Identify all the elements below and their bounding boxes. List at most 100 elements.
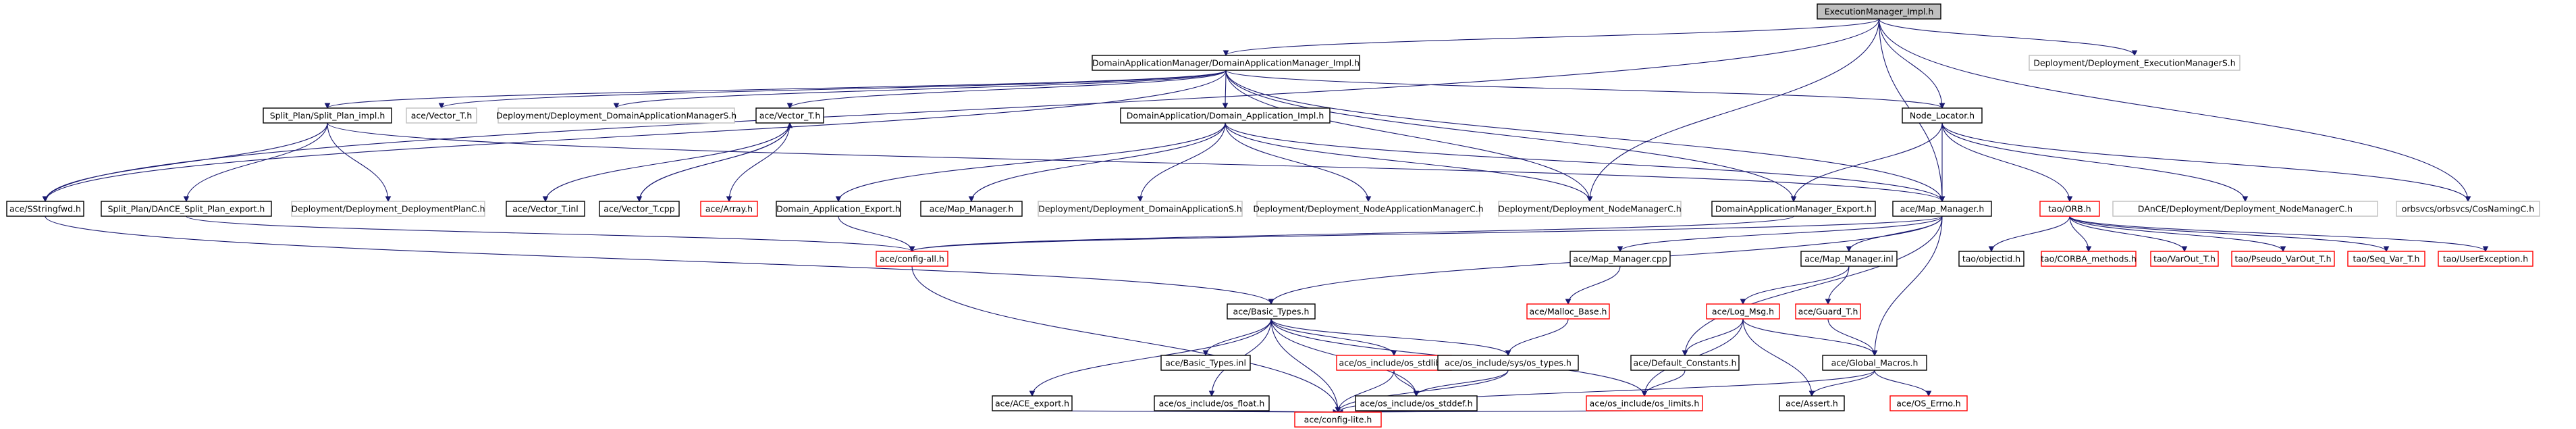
node-os-float[interactable]: ace/os_include/os_float.h: [1154, 395, 1270, 411]
node-vector-inl[interactable]: ace/Vector_T.inl: [506, 201, 585, 217]
node-box[interactable]: [1630, 355, 1740, 371]
node-box[interactable]: [1779, 395, 1845, 411]
node-map-cpp[interactable]: ace/Map_Manager.cpp: [1569, 251, 1671, 267]
node-pseudo-varout[interactable]: tao/Pseudo_VarOut_T.h: [2231, 251, 2335, 267]
node-box[interactable]: [6, 201, 84, 217]
node-box[interactable]: [755, 107, 824, 124]
node-box[interactable]: [1586, 395, 1703, 411]
node-box[interactable]: [920, 201, 1023, 217]
node-box[interactable]: [876, 251, 948, 267]
node-vector-cpp[interactable]: ace/Vector_T.cpp: [599, 201, 680, 217]
node-box[interactable]: [2029, 55, 2240, 71]
node-malloc-base[interactable]: ace/Malloc_Base.h: [1526, 303, 1610, 320]
node-corba-methods[interactable]: tao/CORBA_methods.h: [2041, 251, 2137, 267]
node-box[interactable]: [1706, 303, 1780, 320]
node-os-stdlib[interactable]: ace/os_include/os_stdlib.h: [1336, 355, 1452, 371]
node-seq-var[interactable]: tao/Seq_Var_T.h: [2347, 251, 2425, 267]
node-box[interactable]: [1795, 303, 1861, 320]
node-box[interactable]: [498, 107, 735, 124]
node-dam-impl[interactable]: DomainApplicationManager/DomainApplicati…: [1092, 55, 1360, 71]
node-box[interactable]: [101, 201, 272, 217]
node-split-export[interactable]: Split_Plan/DAnCE_Split_Plan_export.h: [101, 201, 272, 217]
node-sstringfwd[interactable]: ace/SStringfwd.h: [6, 201, 84, 217]
node-os-errno[interactable]: ace/OS_Errno.h: [1889, 395, 1968, 411]
node-box[interactable]: [1958, 251, 2024, 267]
node-config-all[interactable]: ace/config-all.h: [876, 251, 948, 267]
node-guard[interactable]: ace/Guard_T.h: [1795, 303, 1861, 320]
node-box[interactable]: [1822, 355, 1927, 371]
node-box[interactable]: [1154, 395, 1270, 411]
node-objectid[interactable]: tao/objectid.h: [1958, 251, 2024, 267]
node-array[interactable]: ace/Array.h: [700, 201, 758, 217]
node-da-impl[interactable]: DomainApplication/Domain_Application_Imp…: [1120, 107, 1331, 124]
node-exec-s[interactable]: Deployment/Deployment_ExecutionManagerS.…: [2029, 55, 2240, 71]
node-dam-export[interactable]: DomainApplicationManager_Export.h: [1711, 201, 1876, 217]
node-ace-export[interactable]: ace/ACE_export.h: [992, 395, 1073, 411]
node-box[interactable]: [1256, 201, 1480, 217]
node-varout[interactable]: tao/VarOut_T.h: [2150, 251, 2219, 267]
node-plan-c[interactable]: Deployment/Deployment_DeploymentPlanC.h: [291, 201, 485, 217]
node-vector-t[interactable]: ace/Vector_T.h: [406, 107, 477, 124]
node-da-export[interactable]: Domain_Application_Export.h: [776, 201, 901, 217]
node-box[interactable]: [2041, 251, 2137, 267]
node-execmgr[interactable]: ExecutionManager_Impl.h: [1817, 3, 1941, 20]
node-global-macros[interactable]: ace/Global_Macros.h: [1822, 355, 1927, 371]
node-orb[interactable]: tao/ORB.h: [2039, 201, 2100, 217]
node-box[interactable]: [1892, 201, 1992, 217]
node-split-impl[interactable]: Split_Plan/Split_Plan_impl.h: [263, 107, 392, 124]
node-da-s[interactable]: Deployment/Deployment_DomainApplicationS…: [1038, 201, 1243, 217]
node-os-stddef[interactable]: ace/os_include/os_stddef.h: [1355, 395, 1478, 411]
node-dam-s[interactable]: Deployment/Deployment_DomainApplicationM…: [496, 107, 736, 124]
node-nm-c[interactable]: Deployment/Deployment_NodeManagerC.h: [1498, 201, 1682, 217]
node-map-mgr2[interactable]: ace/Map_Manager.h: [1892, 201, 1992, 217]
node-box[interactable]: [1569, 251, 1671, 267]
node-config-lite[interactable]: ace/config-lite.h: [1294, 411, 1382, 428]
node-box[interactable]: [1711, 201, 1876, 217]
node-log-msg[interactable]: ace/Log_Msg.h: [1706, 303, 1780, 320]
node-dance-nm[interactable]: DAnCE/Deployment/Deployment_NodeManagerC…: [2112, 201, 2378, 217]
node-naming[interactable]: orbsvcs/orbsvcs/CosNamingC.h: [2396, 201, 2540, 217]
node-box[interactable]: [700, 201, 758, 217]
node-box[interactable]: [1437, 355, 1579, 371]
node-box[interactable]: [1800, 251, 1898, 267]
node-box[interactable]: [1092, 55, 1360, 71]
node-user-exc[interactable]: tao/UserException.h: [2438, 251, 2533, 267]
node-box[interactable]: [2150, 251, 2219, 267]
edge-line: [1991, 216, 2070, 252]
node-box[interactable]: [1902, 107, 1983, 124]
node-box[interactable]: [2039, 201, 2100, 217]
node-map-mgr[interactable]: ace/Map_Manager.h: [920, 201, 1023, 217]
node-box[interactable]: [1355, 395, 1478, 411]
node-node-locator[interactable]: Node_Locator.h: [1902, 107, 1983, 124]
node-basic-inl[interactable]: ace/Basic_Types.inl: [1160, 355, 1251, 371]
node-box[interactable]: [1038, 201, 1243, 217]
node-box[interactable]: [2231, 251, 2335, 267]
node-box[interactable]: [1294, 411, 1382, 428]
node-ace-assert[interactable]: ace/Assert.h: [1779, 395, 1845, 411]
node-box[interactable]: [2112, 201, 2378, 217]
node-default-const[interactable]: ace/Default_Constants.h: [1630, 355, 1740, 371]
node-box[interactable]: [291, 201, 485, 217]
node-box[interactable]: [1227, 303, 1316, 320]
node-vector-th[interactable]: ace/Vector_T.h: [755, 107, 824, 124]
node-box[interactable]: [776, 201, 901, 217]
node-box[interactable]: [599, 201, 680, 217]
node-box[interactable]: [1526, 303, 1610, 320]
node-box[interactable]: [2347, 251, 2425, 267]
node-os-types[interactable]: ace/os_include/sys/os_types.h: [1437, 355, 1579, 371]
node-nam-c[interactable]: Deployment/Deployment_NodeApplicationMan…: [1253, 201, 1484, 217]
node-box[interactable]: [406, 107, 477, 124]
node-box[interactable]: [2396, 201, 2540, 217]
node-box[interactable]: [1120, 107, 1331, 124]
node-box[interactable]: [1498, 201, 1682, 217]
node-os-limits[interactable]: ace/os_include/os_limits.h: [1586, 395, 1703, 411]
node-basic-types[interactable]: ace/Basic_Types.h: [1227, 303, 1316, 320]
node-box[interactable]: [1160, 355, 1251, 371]
node-map-inl[interactable]: ace/Map_Manager.inl: [1800, 251, 1898, 267]
node-box[interactable]: [1889, 395, 1968, 411]
node-box[interactable]: [992, 395, 1073, 411]
node-box[interactable]: [506, 201, 585, 217]
node-box[interactable]: [2438, 251, 2533, 267]
node-box[interactable]: [263, 107, 392, 124]
node-box[interactable]: [1817, 3, 1941, 20]
